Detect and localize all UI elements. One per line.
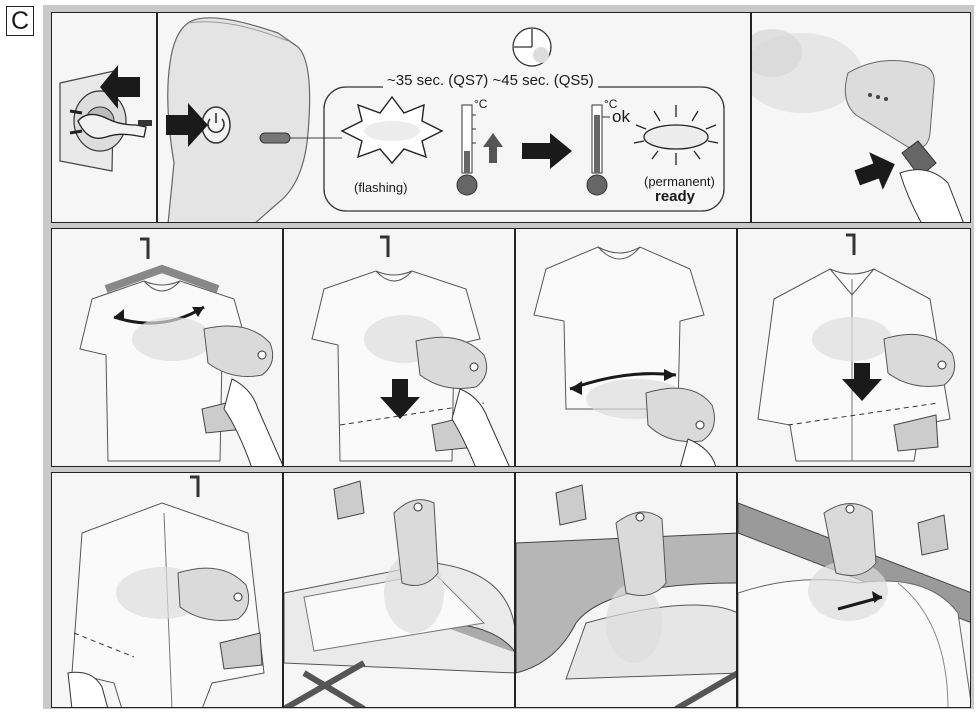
thermometer-icon [587,105,610,195]
instruction-frame: ~35 sec. (QS7) ~45 sec. (QS5) °C °C ok (… [43,5,974,709]
panel-steam-draped [737,472,971,708]
flashing-label: (flashing) [354,180,407,195]
permanent-label: (permanent) [644,174,715,189]
celsius-heating-label: °C [474,97,487,111]
panel-steam-shoulders [51,228,283,467]
heat-up-timing: ~35 sec. (QS7) ~45 sec. (QS5) [383,72,598,89]
steamer-icon [845,61,936,178]
panel-steam-downwards [283,228,515,467]
panel-steam-hem [515,228,737,467]
arrow-icon [483,133,572,169]
starburst-light-icon [634,105,718,165]
panel-power-on: ~35 sec. (QS7) ~45 sec. (QS5) °C °C ok (… [157,12,751,223]
hand-icon [900,170,964,223]
arrow-icon [850,145,901,196]
panel-plug-in [51,12,157,223]
hand-icon [452,389,510,467]
ready-label: ready [655,188,695,205]
panel-steam-sleeve [51,472,283,708]
panel-steam-shirt-front [737,228,971,467]
clock-icon [513,28,551,66]
starburst-light-icon [342,97,442,163]
steamer-icon [646,388,714,442]
hand-icon [224,379,283,467]
hand-icon [680,439,716,467]
thermometer-icon [457,105,477,195]
panel-ironing-board-2 [515,472,737,708]
panel-ironing-board-1 [283,472,515,708]
ok-label: ok [612,107,630,127]
panel-steam-trigger [751,12,971,223]
section-label: C [6,6,34,36]
steamer-icon [334,481,438,585]
